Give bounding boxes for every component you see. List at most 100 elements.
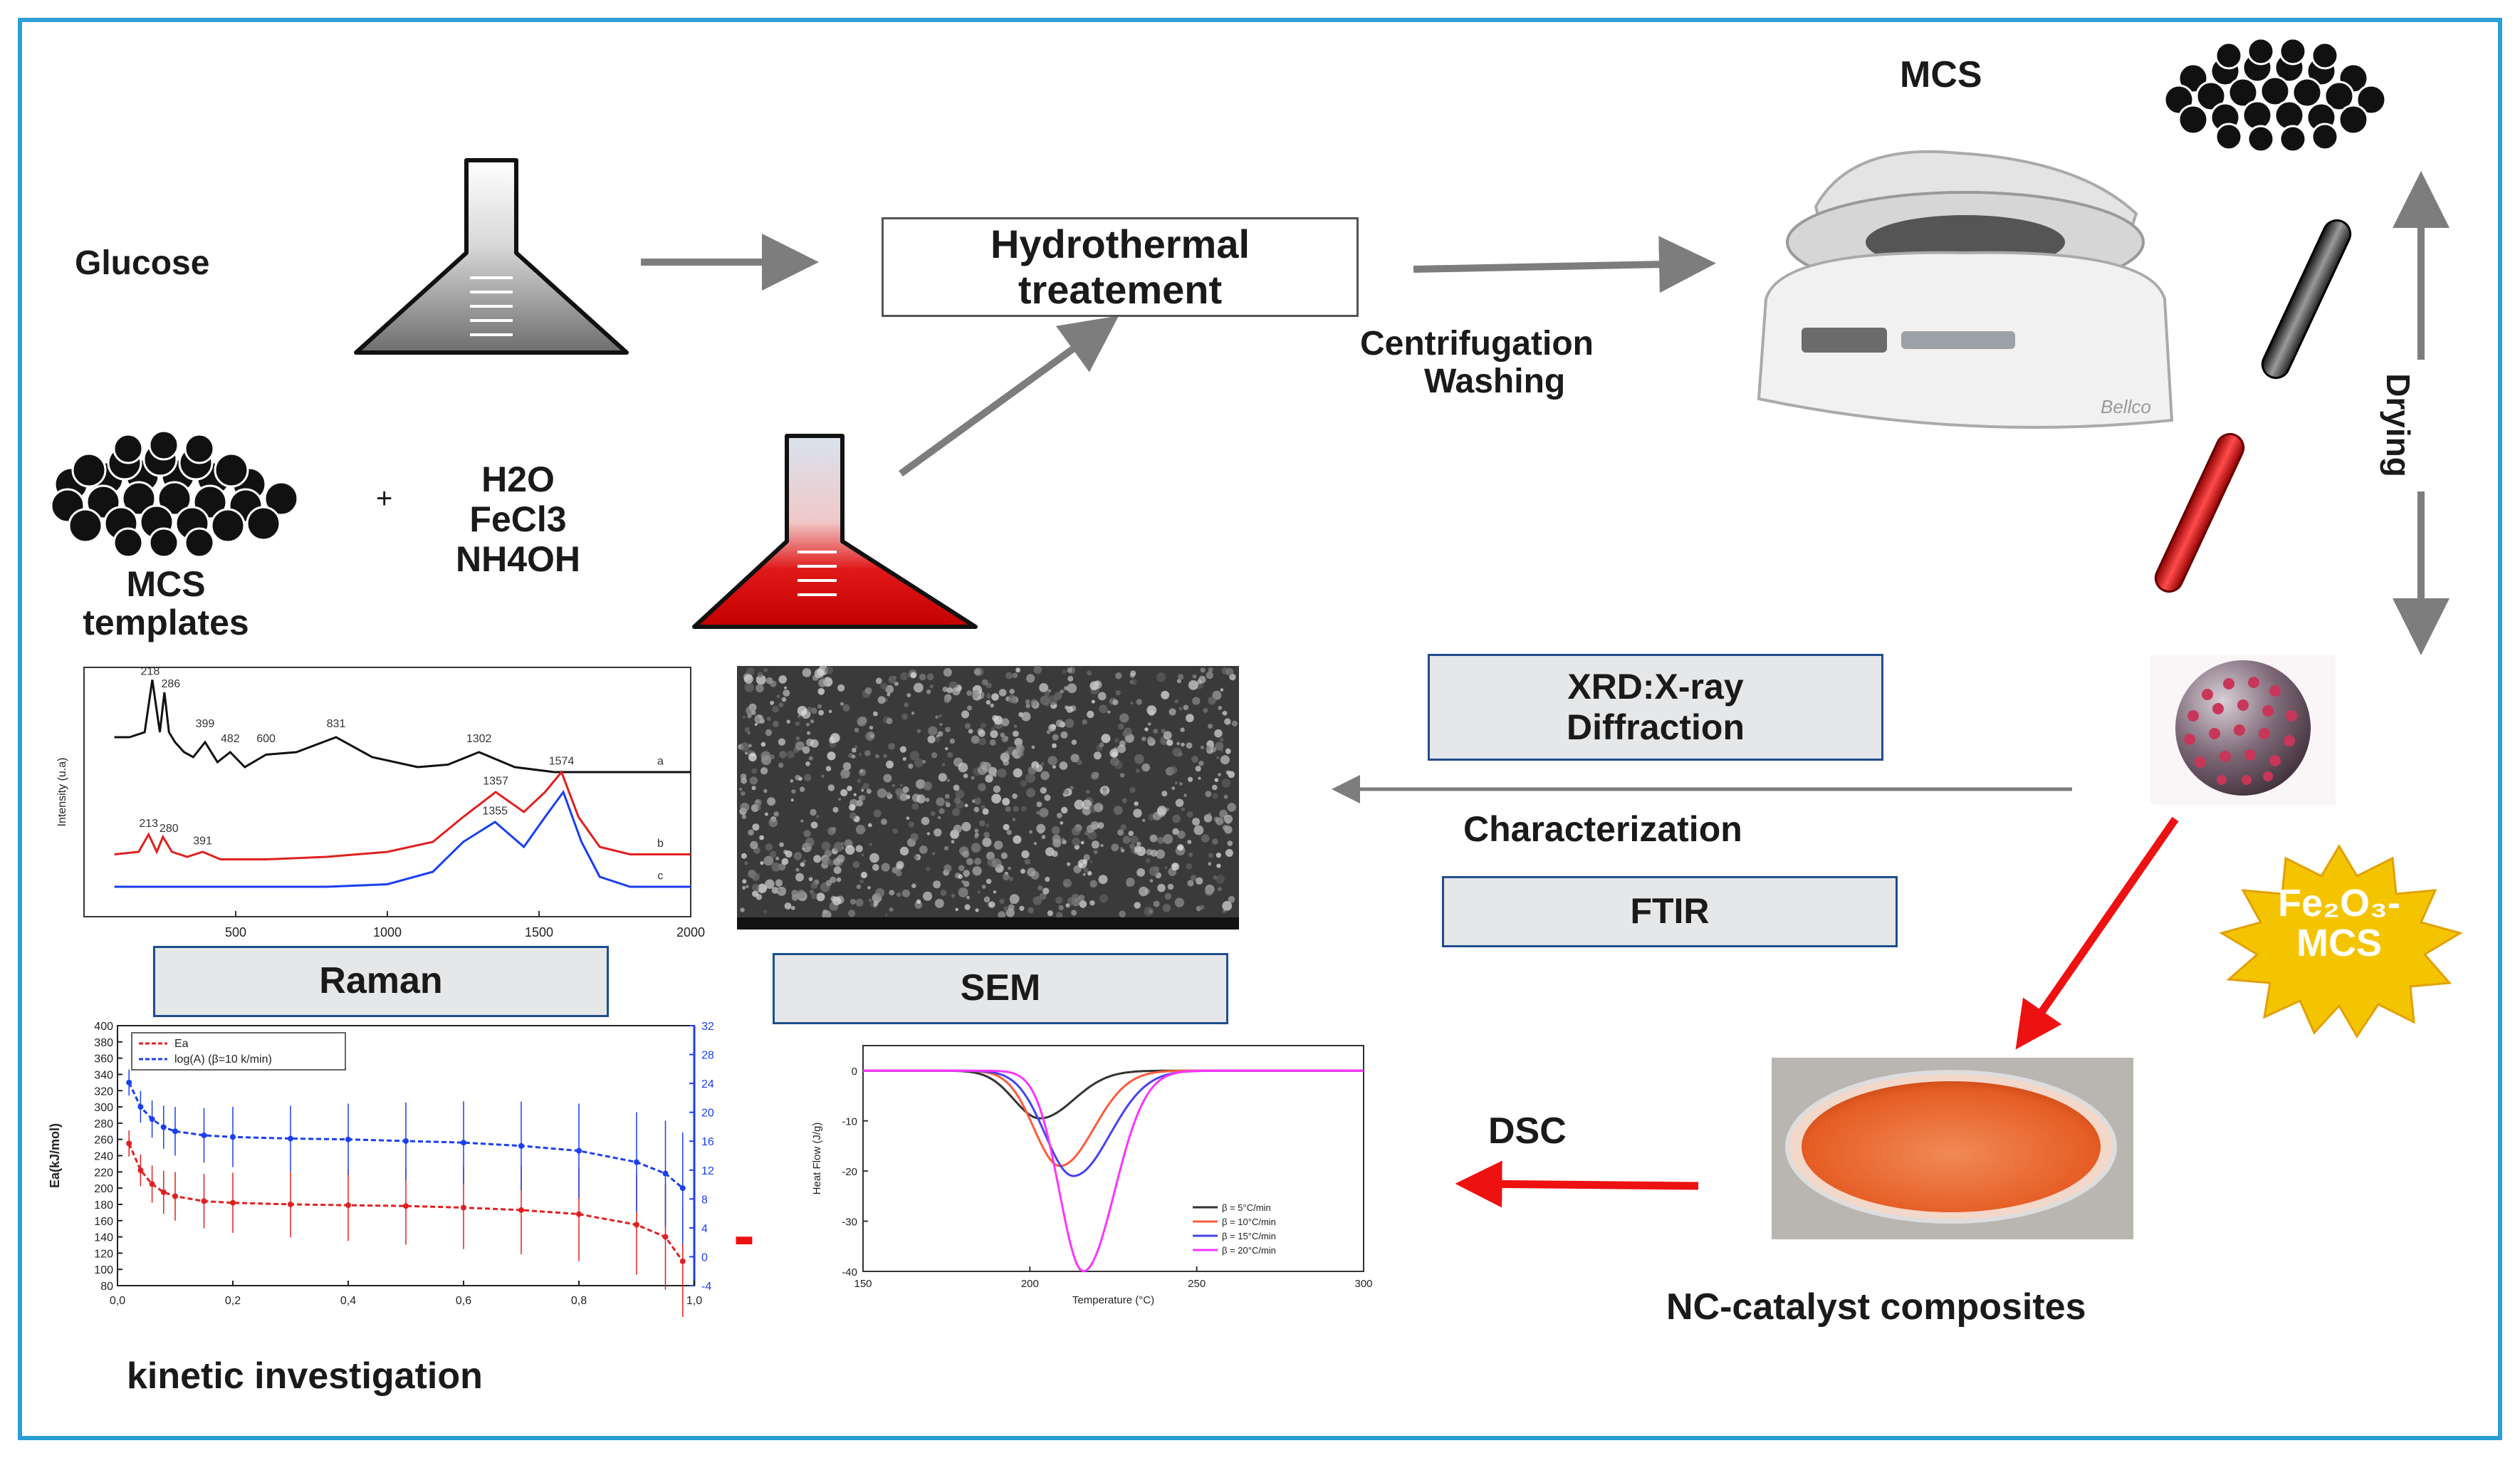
sem-micrograph: [737, 665, 1239, 930]
dsc-y-axis-label: Heat Flow (J/g): [811, 1123, 823, 1195]
kinetic-point: [679, 1258, 686, 1264]
kinetic-point: [149, 1181, 155, 1187]
raman-peak-label: 213: [139, 818, 158, 830]
kinetic-point: [288, 1201, 293, 1207]
raman-x-tick-label: 1000: [373, 925, 402, 939]
arrow-to-dsc: [1455, 1160, 1699, 1208]
kinetic-y-tick-label: 300: [94, 1102, 113, 1114]
kinetic-y-tick-label: 160: [94, 1216, 113, 1228]
kinetic-y-tick-label: 80: [100, 1281, 113, 1293]
mcs-templates-cluster: [50, 429, 299, 558]
kinetic-point: [518, 1142, 524, 1149]
kinetic-point: [126, 1140, 132, 1147]
raman-y-axis-label: Intensity (u.a): [56, 758, 68, 827]
kinetic-y-tick-label: 180: [94, 1199, 113, 1212]
raman-peak-label: 1302: [466, 733, 492, 745]
kinetic-y-tick-label: 340: [94, 1069, 113, 1081]
centrifugation-label: Centrifugation: [1360, 325, 1594, 363]
mcs-templates-line1: MCS: [126, 564, 206, 604]
reagent-h2o: H2O: [481, 459, 555, 499]
kinetic-point: [137, 1167, 144, 1174]
kinetic-point: [230, 1134, 236, 1140]
dsc-x-tick-label: 300: [1354, 1278, 1372, 1290]
hydrothermal-treatment-box: Hydrothermal treatement: [882, 217, 1359, 317]
kinetic-point: [201, 1198, 207, 1204]
kinetic-point: [634, 1159, 639, 1165]
kinetic-y2-tick-label: 32: [701, 1021, 714, 1033]
kinetic-y2-tick-label: 24: [701, 1078, 714, 1090]
dsc-y-tick-label: 0: [852, 1066, 857, 1078]
raman-peak-label: 280: [160, 823, 179, 835]
dsc-x-axis-label: Temperature (°C): [1072, 1294, 1154, 1306]
raman-peak-label: 831: [327, 718, 346, 730]
kinetic-point: [137, 1104, 144, 1110]
badge-line2: MCS: [2296, 922, 2382, 964]
kinetic-point: [576, 1147, 582, 1154]
glucose-label: Glucose: [75, 244, 210, 282]
arrow-hydrothermal-to-centrifuge: [1413, 236, 1716, 293]
raman-peak-label: 1357: [483, 776, 508, 788]
dsc-x-tick-label: 250: [1188, 1278, 1206, 1290]
kinetic-point: [230, 1199, 236, 1206]
badge-line1: Fe₂O₃-: [2278, 882, 2400, 925]
kinetic-x-tick-label: 0,6: [456, 1295, 471, 1307]
glucose-flask: [354, 158, 629, 355]
raman-peak-label: 399: [196, 718, 215, 730]
dsc-x-tick-label: 150: [854, 1278, 872, 1290]
nc-catalyst-label: NC-catalyst composites: [1666, 1286, 2086, 1328]
raman-x-tick-label: 500: [225, 925, 246, 939]
kinetic-y2-tick-label: 8: [701, 1194, 708, 1206]
dsc-legend-label: β = 5°C/min: [1222, 1202, 1271, 1213]
kinetic-point: [160, 1189, 167, 1195]
kinetic-point: [172, 1193, 178, 1199]
dsc-y-tick-label: -40: [842, 1266, 857, 1279]
kinetic-legend-label: log(A) (β=10 k/min): [174, 1053, 272, 1066]
centrifuge-picture: Bellco: [1757, 150, 2174, 429]
hydrothermal-line1: Hydrothermal: [990, 221, 1250, 266]
dsc-series-4: [863, 1069, 1364, 1273]
kinetic-y-tick-label: 260: [94, 1135, 113, 1147]
red-dash: -: [733, 1200, 755, 1271]
outer-frame: [18, 18, 2502, 1440]
mcs-templates-line2: templates: [83, 603, 249, 642]
plus-sign: +: [376, 483, 393, 514]
dsc-y-tick-label: -20: [842, 1166, 857, 1178]
svg-text:Bellco: Bellco: [2101, 396, 2151, 417]
raman-x-tick-label: 1500: [525, 925, 553, 939]
kinetic-legend-label: Ea: [174, 1038, 189, 1050]
kinetic-y-tick-label: 200: [94, 1183, 113, 1195]
dsc-legend-label: β = 20°C/min: [1222, 1245, 1276, 1256]
kinetic-y-tick-label: 280: [94, 1118, 113, 1130]
hydrothermal-line2: treatement: [1018, 267, 1223, 312]
sem-box: SEM: [773, 953, 1228, 1024]
kinetic-point: [288, 1135, 293, 1142]
kinetic-y-tick-label: 240: [94, 1151, 113, 1163]
kinetic-chart: 8010012014016018020022024026028030032034…: [48, 1021, 714, 1317]
reagent-nh4oh: NH4OH: [456, 539, 581, 579]
raman-peak-label: 482: [221, 733, 240, 745]
kinetic-x-tick-label: 1,0: [686, 1295, 702, 1307]
arrow-to-nc-catalyst: [2015, 816, 2179, 1050]
kinetic-point: [576, 1211, 582, 1217]
kinetic-point: [634, 1222, 639, 1228]
product-starburst: [2219, 844, 2463, 1038]
kinetic-y-tick-label: 220: [94, 1167, 113, 1179]
raman-peak-label: 218: [141, 666, 160, 678]
kinetic-point: [403, 1203, 409, 1209]
kinetic-y2-tick-label: 12: [701, 1165, 714, 1177]
dsc-legend-label: β = 10°C/min: [1222, 1217, 1276, 1227]
kinetic-y-tick-label: 380: [94, 1037, 113, 1049]
washing-label: Washing: [1424, 363, 1566, 400]
dark-test-tube: [2261, 219, 2352, 380]
kinetic-y-tick-label: 320: [94, 1085, 113, 1098]
raman-series-a: [114, 679, 691, 774]
kinetic-point: [160, 1124, 167, 1130]
raman-peak-label: 1355: [482, 806, 508, 818]
kinetic-point: [201, 1132, 207, 1138]
raman-peak-label: c: [657, 870, 663, 882]
kinetic-y-axis-label: Ea(kJ/mol): [48, 1123, 62, 1188]
